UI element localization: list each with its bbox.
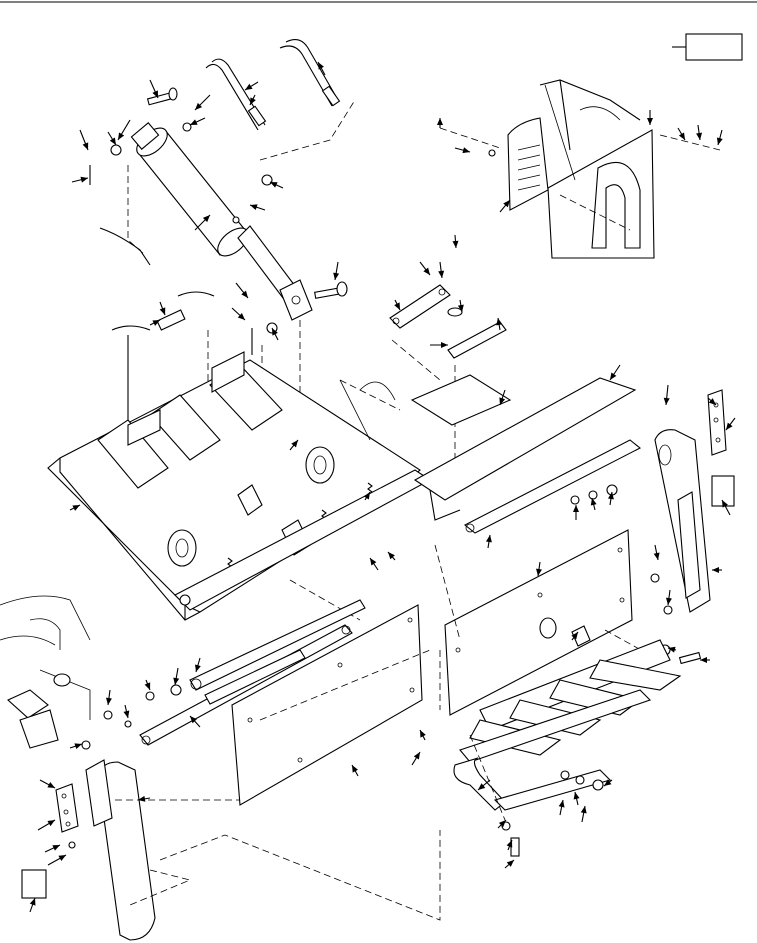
- callout-arrow-head: [590, 498, 597, 506]
- callout-arrow-head: [190, 119, 198, 125]
- callout-arrow-head: [558, 800, 565, 808]
- callout-arrow-head: [195, 102, 203, 110]
- callout-arrow-head: [503, 200, 510, 208]
- callout-arrow-head: [506, 860, 514, 867]
- callout-arrow-head: [457, 304, 464, 312]
- callout-arrow-head: [726, 422, 733, 430]
- callout-arrow-head: [580, 806, 587, 814]
- callout-arrow-head: [647, 118, 653, 125]
- callout-arrow-head: [47, 782, 55, 788]
- callout-arrow-head: [318, 62, 324, 70]
- callout-arrow-head: [498, 820, 506, 828]
- callout-arrow-head: [138, 795, 146, 802]
- support-bar-right: [463, 439, 642, 534]
- callout-arrow-head: [604, 779, 612, 786]
- assembly-leaders: [115, 544, 461, 921]
- callout-arrow-head: [237, 313, 245, 320]
- callout-arrow-head: [173, 677, 180, 685]
- callout-arrow-head: [571, 632, 578, 640]
- callout-arrow-head: [607, 492, 614, 500]
- callout-arrow-head: [241, 290, 248, 298]
- callout-arrow-head: [272, 328, 278, 336]
- callout-arrow-head: [437, 118, 443, 125]
- callout-arrow-head: [109, 137, 116, 145]
- callout-arrow-head: [536, 568, 542, 576]
- callout-arrow-head: [333, 272, 340, 280]
- callout-arrows: [29, 61, 736, 913]
- callout-arrow-head: [423, 267, 430, 275]
- index-box: [672, 33, 743, 61]
- callout-arrow-head: [696, 132, 703, 140]
- left-side-plate: [21, 740, 156, 941]
- callout-arrow-head: [573, 505, 579, 512]
- hydraulic-cylinder: [130, 122, 313, 321]
- callout-arrow-head: [195, 664, 201, 672]
- callout-arrow-head: [712, 567, 719, 573]
- vehicle-phantom-outline: [0, 84, 621, 749]
- callout-arrow-head: [665, 597, 672, 605]
- left-skirt-panel: [103, 599, 431, 806]
- callout-arrow-head: [152, 320, 160, 326]
- callout-arrow-head: [722, 500, 728, 508]
- callout-arrow-head: [82, 142, 89, 150]
- callout-arrow-head: [370, 558, 377, 566]
- rubber-flaps: [453, 639, 682, 857]
- callout-arrow-head: [573, 792, 580, 800]
- callout-arrow-head: [29, 898, 36, 906]
- cover-panel-assembly: [439, 79, 721, 259]
- callout-arrow-head: [250, 204, 258, 211]
- callout-arrow-head: [52, 845, 60, 851]
- callout-arrow-head: [80, 176, 88, 183]
- callout-arrow-head: [74, 743, 82, 750]
- callout-arrow-head: [159, 307, 166, 315]
- callout-arrow-head: [438, 270, 445, 278]
- callout-arrow-head: [708, 398, 716, 405]
- callout-arrow-head: [499, 397, 506, 405]
- callout-arrow-head: [653, 552, 660, 560]
- callout-arrow-head: [72, 505, 80, 511]
- callout-arrow-head: [716, 137, 723, 145]
- callout-arrow-head: [394, 302, 400, 310]
- callout-arrow-head: [291, 440, 298, 448]
- callout-arrow-head: [420, 730, 426, 738]
- callout-arrow-head: [202, 215, 210, 223]
- callout-arrow-head: [123, 710, 130, 718]
- callout-arrow-head: [118, 132, 125, 140]
- callout-arrow-head: [250, 97, 256, 105]
- callout-arrow-head: [388, 552, 395, 560]
- callout-arrow-head: [663, 397, 670, 405]
- callout-arrow-head: [478, 783, 486, 790]
- callout-arrow-head: [462, 147, 470, 154]
- callout-arrow-head: [485, 535, 492, 543]
- callout-arrow-head: [270, 182, 278, 188]
- callout-arrow-head: [105, 697, 112, 705]
- callout-arrow-head: [700, 657, 707, 663]
- callout-arrow-head: [441, 342, 448, 348]
- callout-arrow-head: [190, 716, 197, 724]
- callout-arrow-head: [496, 318, 503, 326]
- callout-arrow-head: [363, 492, 370, 500]
- callout-arrow-head: [245, 83, 253, 90]
- callout-arrow-head: [678, 132, 685, 140]
- callout-arrow-head: [58, 855, 66, 862]
- hydraulic-hoses: [205, 39, 341, 131]
- callout-arrow-head: [452, 240, 459, 248]
- callout-arrow-head: [668, 646, 676, 653]
- callout-arrow-head: [352, 765, 358, 773]
- callout-arrow-head: [413, 752, 420, 760]
- callout-arrow-head: [610, 372, 617, 380]
- callout-arrow-head: [47, 820, 55, 827]
- callout-arrow-head: [144, 682, 151, 690]
- callout-arrow-head: [506, 840, 513, 848]
- callout-arrow-head: [152, 90, 158, 98]
- right-side-plate: [650, 389, 735, 615]
- main-frame: [47, 351, 432, 621]
